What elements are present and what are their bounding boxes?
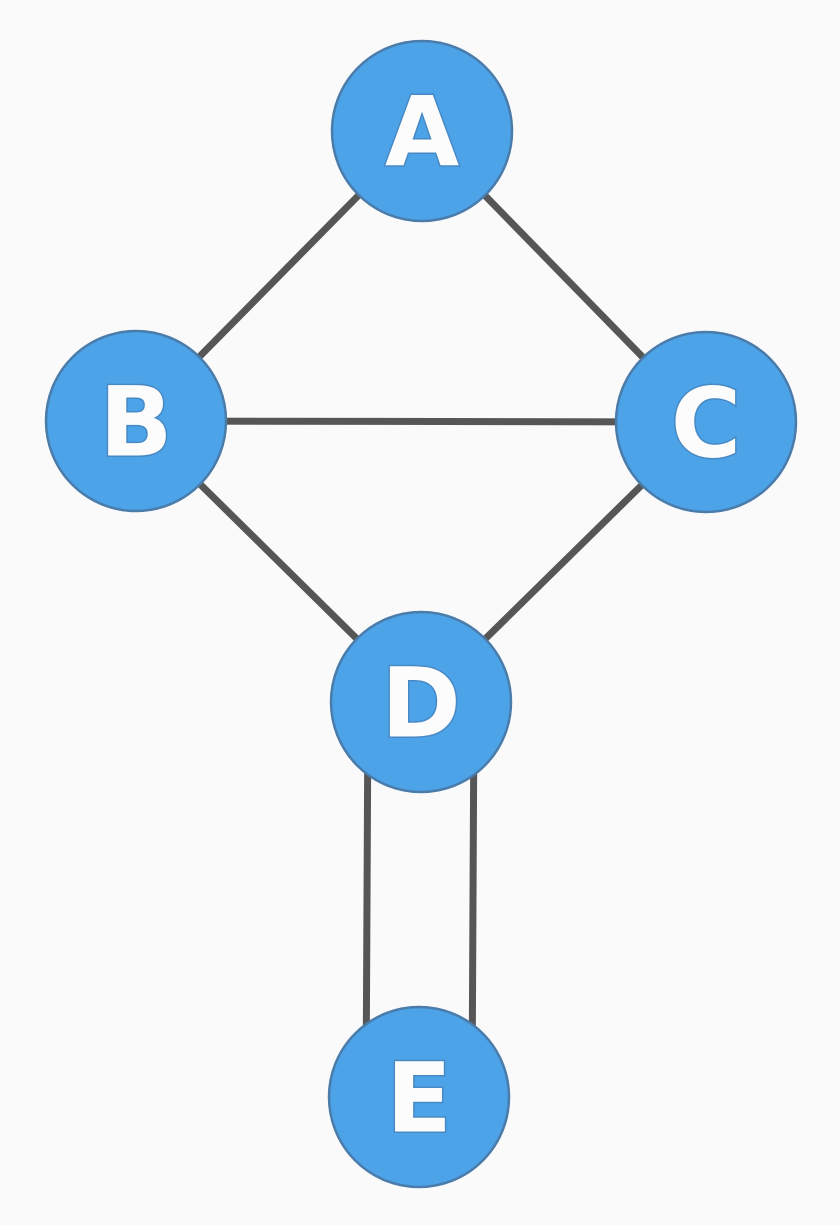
edge-B-C [135,417,707,426]
node-circle-B [44,329,228,513]
node-label-B: B [99,367,172,479]
node-D: D [329,610,513,794]
node-E: E [327,1005,511,1189]
node-label-C: C [671,368,741,480]
node-B: B [44,329,228,513]
node-label-A: A [385,77,459,189]
node-circle-C [614,330,798,514]
node-circle-A [330,39,514,223]
nodes-layer: A B C D E [44,39,798,1189]
node-label-D: D [381,648,461,760]
node-circle-E [327,1005,511,1189]
node-C: C [614,330,798,514]
node-label-E: E [386,1043,452,1155]
node-circle-D [329,610,513,794]
node-A: A [330,39,514,223]
